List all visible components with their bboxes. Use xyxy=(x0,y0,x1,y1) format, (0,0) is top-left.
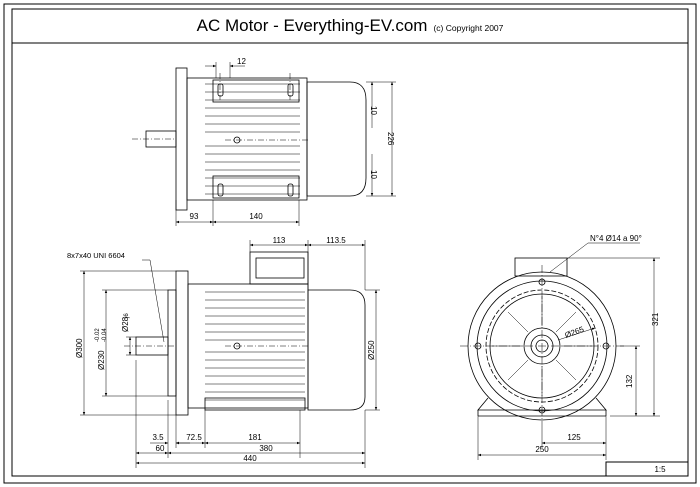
dim-flange-diameter: Ø300 xyxy=(75,338,84,358)
dim-half-base: 125 xyxy=(567,433,581,442)
dim-pcd: Ø265 xyxy=(564,325,586,340)
key-spec: 8x7x40 UNI 6604 xyxy=(67,251,125,260)
dim-box-to-end: 113.5 xyxy=(326,236,346,245)
dim-shaft-to-flange: 93 xyxy=(190,212,199,221)
dim-spigot-diameter: Ø230 xyxy=(97,350,106,370)
copyright-note: (c) Copyright 2007 xyxy=(433,23,504,33)
top-view xyxy=(132,62,396,226)
end-view-labels: N°4 Ø14 a 90° Ø265 321 132 125 250 xyxy=(535,234,660,454)
dim-total-length: 440 xyxy=(243,454,257,463)
dim-shaft-length: 60 xyxy=(156,444,165,453)
dim-shaft-diameter: Ø28 xyxy=(121,316,130,332)
dim-edge-bottom: 10 xyxy=(369,170,378,179)
outer-border xyxy=(3,3,697,484)
dim-flange-to-foot: 72.5 xyxy=(186,433,202,442)
dim-shaft-height: 132 xyxy=(625,374,634,388)
dim-overall-height: 321 xyxy=(651,312,660,326)
dim-spigot-tol-upper: -0.02 xyxy=(95,328,101,342)
dim-edge-top: 10 xyxy=(369,106,378,115)
side-view-labels: 113 113.5 8x7x40 UNI 6604 Ø300 Ø230 -0.0… xyxy=(67,236,376,463)
dim-height: 226 xyxy=(386,132,395,146)
inner-border xyxy=(11,8,689,477)
dim-top-offset: 12 xyxy=(237,57,246,66)
title-block: AC Motor - Everything-EV.com (c) Copyrig… xyxy=(12,9,688,43)
dim-spigot-tol-lower: -0.04 xyxy=(102,328,108,342)
dim-body-diameter: Ø250 xyxy=(367,340,376,360)
scale-box xyxy=(605,461,689,477)
top-view-labels: 12 10 226 10 93 140 xyxy=(190,57,395,221)
dim-box-width: 113 xyxy=(273,236,286,245)
scale-label: 1:5 xyxy=(654,465,666,474)
side-view xyxy=(80,240,380,468)
dim-flange-thickness: 3.5 xyxy=(152,433,164,442)
dim-body-length: 181 xyxy=(248,433,262,442)
end-view xyxy=(460,242,660,460)
dim-shaft-tol: j6 xyxy=(124,313,130,319)
dim-holes: N°4 Ø14 a 90° xyxy=(590,234,642,243)
dim-base-width: 250 xyxy=(535,445,549,454)
drawing-title: AC Motor - Everything-EV.com xyxy=(196,16,428,35)
dim-foot-spacing: 140 xyxy=(249,212,263,221)
dim-motor-length: 380 xyxy=(259,444,273,453)
